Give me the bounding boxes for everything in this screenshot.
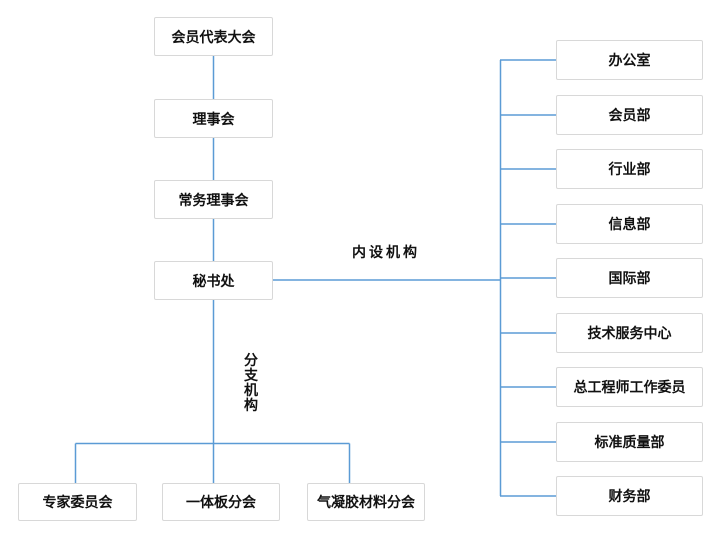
org-node-members-assembly: 会员代表大会 [154, 17, 273, 56]
org-node-aerogel-materials-branch: 气凝胶材料分会 [307, 483, 425, 521]
label-branch-organs: 分支机构 [244, 352, 258, 413]
org-node-chief-engineer-committee: 总工程师工作委员 [556, 367, 703, 407]
org-node-industry-dept: 行业部 [556, 149, 703, 189]
org-node-integrated-board-branch: 一体板分会 [162, 483, 280, 521]
org-node-finance-dept: 财务部 [556, 476, 703, 516]
label-internal-organs: 内设机构 [352, 244, 420, 260]
org-node-information-dept: 信息部 [556, 204, 703, 244]
org-node-expert-committee: 专家委员会 [18, 483, 137, 521]
org-node-office: 办公室 [556, 40, 703, 80]
org-node-membership-dept: 会员部 [556, 95, 703, 135]
org-node-standing-council: 常务理事会 [154, 180, 273, 219]
org-node-standards-quality-dept: 标准质量部 [556, 422, 703, 462]
org-node-council: 理事会 [154, 99, 273, 138]
org-node-international-dept: 国际部 [556, 258, 703, 298]
org-node-secretariat: 秘书处 [154, 261, 273, 300]
org-node-technical-service-center: 技术服务中心 [556, 313, 703, 353]
